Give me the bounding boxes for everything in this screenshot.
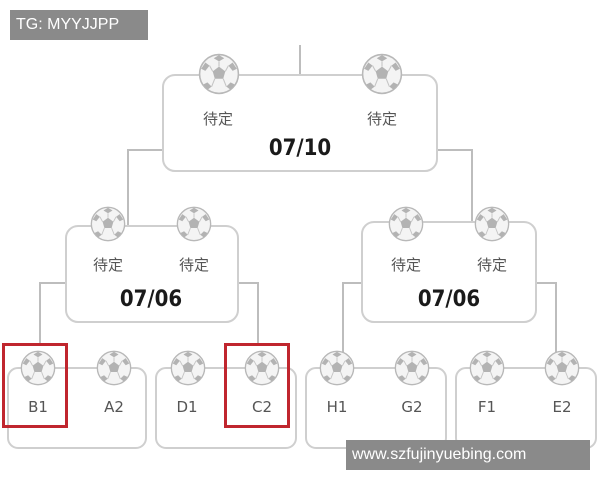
soccer-ball-icon <box>361 53 403 95</box>
soccer-ball-icon <box>244 350 280 386</box>
semifinal-right-slot-1-label: 待定 <box>390 256 421 274</box>
team-label-g2: G2 <box>401 398 423 416</box>
final-date: 07/10 <box>268 136 332 161</box>
highlight-box-b1 <box>2 343 68 428</box>
team-label-c2: C2 <box>251 398 273 416</box>
team-label-b1: B1 <box>28 398 48 416</box>
team-label-e2: E2 <box>552 398 572 416</box>
watermark-url: www.szfujinyuebing.com <box>346 440 590 470</box>
team-label-h1: H1 <box>326 398 348 416</box>
final-slot-2-label: 待定 <box>366 110 397 128</box>
semifinal-right-slot-2-label: 待定 <box>476 256 507 274</box>
semifinal-right-date: 07/06 <box>417 287 481 312</box>
semifinal-left-date: 07/06 <box>119 287 183 312</box>
soccer-ball-icon <box>20 350 56 386</box>
semifinal-left-slot-2-label: 待定 <box>178 256 209 274</box>
team-label-d1: D1 <box>176 398 198 416</box>
soccer-ball-icon <box>319 350 355 386</box>
soccer-ball-icon <box>96 350 132 386</box>
semifinal-left-slot-1-label: 待定 <box>92 256 123 274</box>
highlight-box-c2 <box>224 343 290 428</box>
team-label-a2: A2 <box>104 398 124 416</box>
soccer-ball-icon <box>90 206 126 242</box>
soccer-ball-icon <box>176 206 212 242</box>
soccer-ball-icon <box>469 350 505 386</box>
team-label-f1: F1 <box>477 398 497 416</box>
soccer-ball-icon <box>170 350 206 386</box>
final-slot-1-label: 待定 <box>202 110 233 128</box>
soccer-ball-icon <box>544 350 580 386</box>
soccer-ball-icon <box>474 206 510 242</box>
watermark-top-left: TG: MYYJJPP <box>10 10 148 40</box>
soccer-ball-icon <box>388 206 424 242</box>
soccer-ball-icon <box>198 53 240 95</box>
soccer-ball-icon <box>394 350 430 386</box>
